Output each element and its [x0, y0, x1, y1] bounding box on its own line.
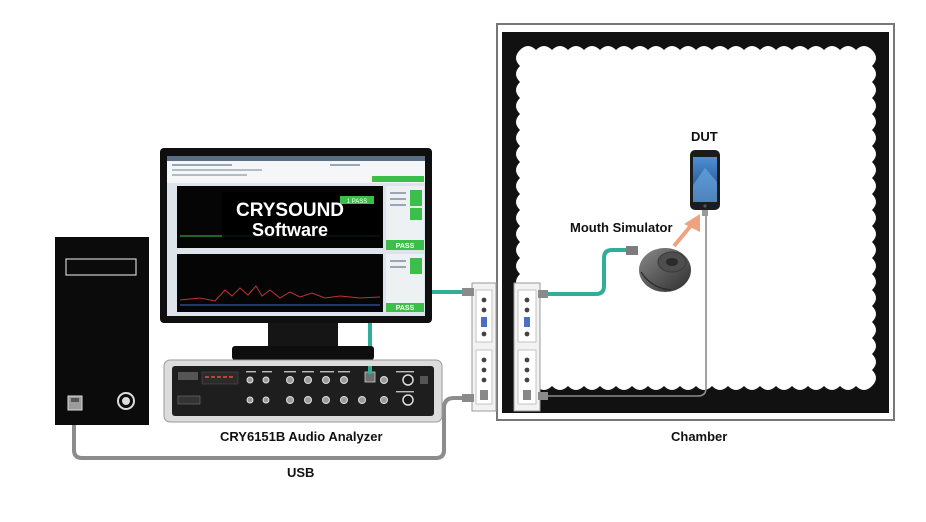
sound-arrow: [672, 214, 700, 248]
dut-phone: [690, 150, 720, 216]
pass-badge-2: [386, 303, 424, 312]
software-title-line2: Software: [252, 220, 328, 240]
mouth-simulator-label: Mouth Simulator: [570, 220, 673, 235]
chamber-label: Chamber: [671, 429, 728, 444]
pass-badge-1: [386, 240, 424, 250]
monitor-stand-neck: [268, 318, 338, 350]
pass-badge-2-text: PASS: [396, 305, 415, 312]
usb-label: USB: [287, 465, 315, 480]
mouth-simulator: [626, 246, 691, 292]
audio-analyzer: [163, 359, 443, 423]
drive-bay: [65, 258, 137, 276]
wall-panel-outside: [462, 282, 497, 412]
analyzer-label: CRY6151B Audio Analyzer: [220, 429, 383, 444]
chamber: [496, 23, 895, 421]
wall-panel-inside: [513, 282, 548, 412]
pass-badge-1-text: PASS: [396, 243, 415, 250]
analyzer-logo: [178, 372, 198, 380]
monitor: 1 PASS CRYSOUND Software PASS PASS: [160, 148, 432, 360]
dut-cable: [540, 212, 707, 397]
top-pass-badge-text: 1 PASS: [347, 199, 368, 205]
top-pass-badge: [340, 196, 374, 204]
lower-plot-trace: [179, 285, 381, 302]
analyzer-connectors: [246, 376, 388, 404]
teal-cable-mouth: [540, 248, 632, 296]
monitor-stand-base: [232, 346, 374, 360]
top-pass-strip: [372, 176, 424, 182]
lower-plot: [177, 254, 383, 312]
power-button-icon: [117, 392, 135, 410]
software-title-line1: CRYSOUND: [236, 200, 344, 221]
usb-cable: [72, 396, 472, 460]
pc-tower: [55, 237, 149, 425]
dut-label: DUT: [691, 129, 718, 144]
